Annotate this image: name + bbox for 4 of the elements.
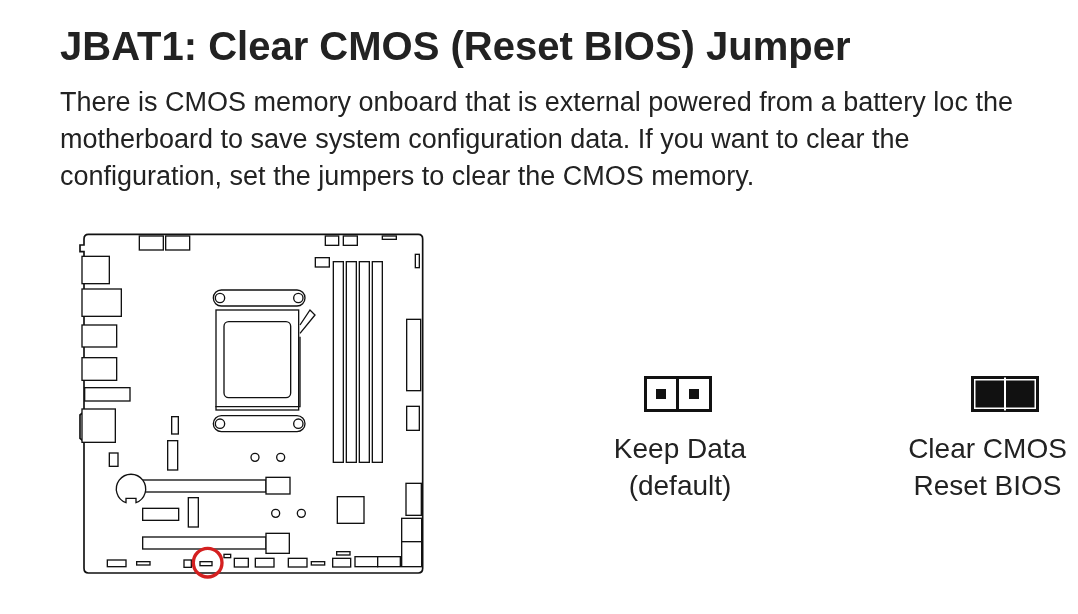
- page-title: JBAT1: Clear CMOS (Reset BIOS) Jumper: [60, 24, 851, 69]
- jumper-caption: Clear CMOS Reset BIOS: [907, 432, 1068, 503]
- description-paragraph: There is CMOS memory onboard that is external powered from a battery loc the motherboard to save system configuration data. If you want to clear the configuration, set the jumpers to clear the CMOS memory.: [60, 86, 1014, 193]
- jumper-caption: Keep Data (default): [612, 432, 748, 503]
